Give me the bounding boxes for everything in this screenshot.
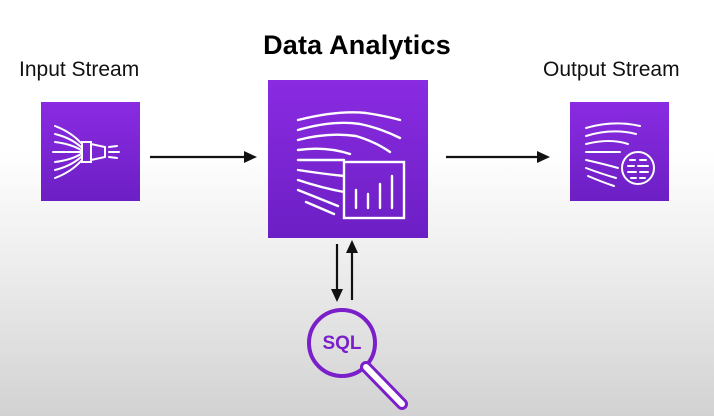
- input-stream-tile: [41, 102, 140, 201]
- analytics-chart-icon: [296, 111, 406, 220]
- output-stream-label: Output Stream: [543, 58, 680, 81]
- stream-output-icon: [585, 122, 655, 187]
- sql-label: SQL: [322, 333, 362, 354]
- magnifier-sql-icon: [307, 308, 408, 410]
- analytics-to-sql-arrow: [331, 244, 343, 302]
- diagram-title: Data Analytics: [263, 30, 451, 60]
- stream-ingest-icon: [52, 125, 120, 179]
- input-stream-label: Input Stream: [19, 58, 140, 81]
- output-stream-tile: [570, 102, 669, 201]
- data-analytics-tile: [268, 80, 428, 238]
- analytics-to-output-arrow: [446, 151, 550, 163]
- sql-to-analytics-arrow: [346, 240, 358, 300]
- input-to-analytics-arrow: [150, 151, 257, 163]
